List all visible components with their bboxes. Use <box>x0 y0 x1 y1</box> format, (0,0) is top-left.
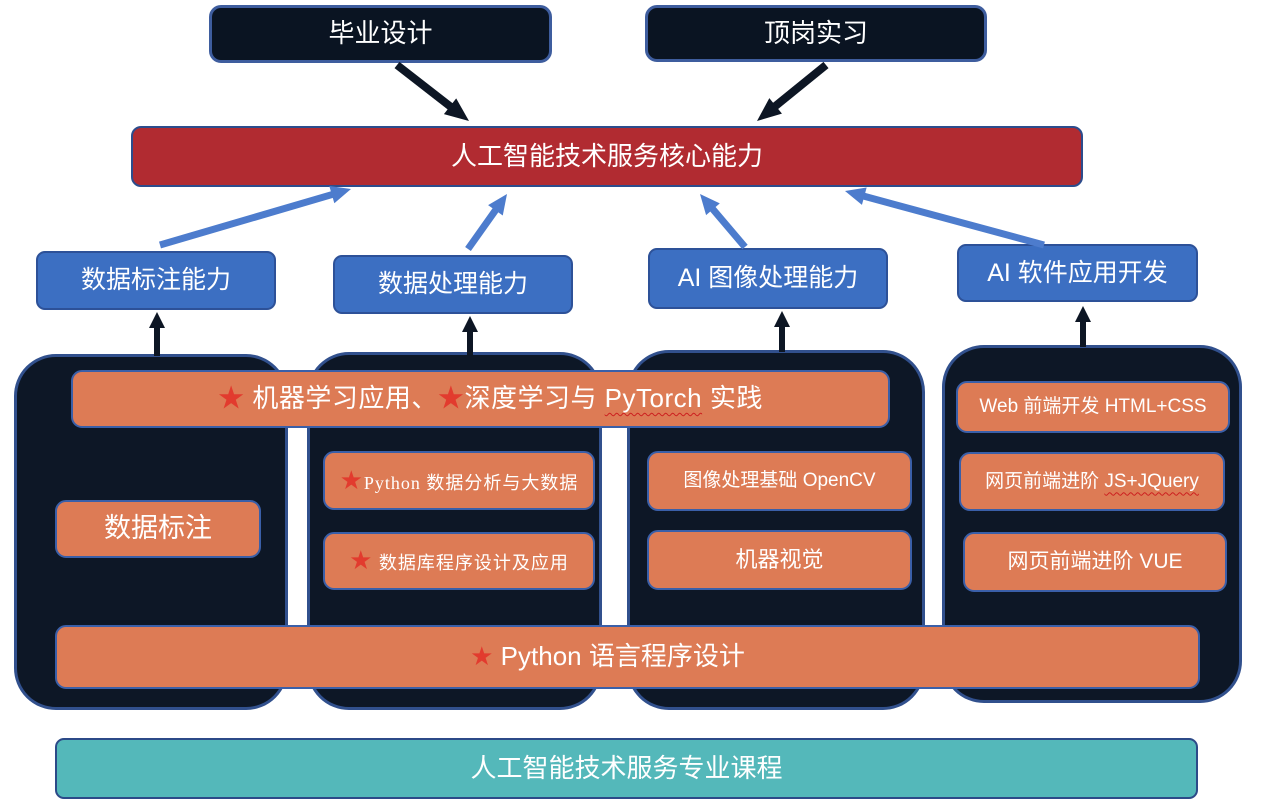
course-database-programming-label: ★ 数据库程序设计及应用 <box>349 546 569 575</box>
course-machine-vision-label: 机器视觉 <box>735 547 824 573</box>
course-database-programming-box: ★ 数据库程序设计及应用 <box>323 532 595 590</box>
arrow-internship-to-core <box>757 61 829 121</box>
capability-data-annotation-label: 数据标注能力 <box>80 266 231 295</box>
core-capability-box: 人工智能技术服务核心能力 <box>131 126 1083 187</box>
course-js-jquery-box: 网页前端进阶 JS+JQuery <box>959 452 1225 511</box>
capability-data-annotation-box: 数据标注能力 <box>36 251 276 310</box>
star-icon: ★ <box>470 641 494 672</box>
arrow-graduation-to-core <box>394 61 469 121</box>
arrow-annotation-to-core <box>159 185 351 249</box>
core-capability-label: 人工智能技术服务核心能力 <box>450 140 763 171</box>
course-web-frontend-box: Web 前端开发 HTML+CSS <box>956 381 1230 433</box>
arrow-group1-to-annotation <box>149 312 165 356</box>
capability-data-processing-label: 数据处理能力 <box>377 270 528 299</box>
course-web-frontend-label: Web 前端开发 HTML+CSS <box>979 396 1207 418</box>
course-vue-label: 网页前端进阶 VUE <box>1007 549 1183 573</box>
footer-program-bar: 人工智能技术服务专业课程 <box>55 738 1198 799</box>
course-js-jquery-label: 网页前端进阶 JS+JQuery <box>985 470 1199 492</box>
capability-ai-image-label: AI 图像处理能力 <box>677 264 859 293</box>
course-ml-dl-pytorch-label: ★ 机器学习应用、★深度学习与 PyTorch 实践 <box>218 383 763 414</box>
capability-ai-image-box: AI 图像处理能力 <box>648 248 888 309</box>
course-opencv-label: 图像处理基础 OpenCV <box>683 470 876 492</box>
course-data-annotation-box: 数据标注 <box>55 500 261 558</box>
course-python-data-analysis-label: ★Python 数据分析与大数据 <box>339 465 579 495</box>
course-opencv-box: 图像处理基础 OpenCV <box>647 451 912 511</box>
course-machine-vision-box: 机器视觉 <box>647 530 912 590</box>
star-icon: ★ <box>437 383 465 414</box>
internship-box: 顶岗实习 <box>645 5 987 62</box>
arrow-group3-to-image <box>774 311 790 352</box>
star-icon: ★ <box>339 465 364 495</box>
capability-ai-software-box: AI 软件应用开发 <box>957 244 1198 302</box>
footer-label: 人工智能技术服务专业课程 <box>470 752 783 783</box>
course-python-language-box: ★ Python 语言程序设计 <box>55 625 1200 689</box>
arrow-processing-to-core <box>465 194 507 252</box>
graduation-design-label: 毕业设计 <box>328 18 433 49</box>
arrow-software-to-core <box>845 187 1045 249</box>
course-ml-dl-pytorch-box: ★ 机器学习应用、★深度学习与 PyTorch 实践 <box>71 370 890 428</box>
course-data-annotation-label: 数据标注 <box>104 513 212 544</box>
arrow-image-to-core <box>700 194 748 250</box>
arrow-group4-to-software <box>1075 306 1091 347</box>
star-icon: ★ <box>349 546 374 575</box>
capability-ai-software-label: AI 软件应用开发 <box>987 258 1168 287</box>
arrow-group2-to-processing <box>462 316 478 356</box>
internship-label: 顶岗实习 <box>763 17 868 48</box>
capability-data-processing-box: 数据处理能力 <box>333 255 573 314</box>
course-python-data-analysis-box: ★Python 数据分析与大数据 <box>323 451 595 510</box>
course-vue-box: 网页前端进阶 VUE <box>963 532 1227 592</box>
graduation-design-box: 毕业设计 <box>209 5 552 63</box>
course-python-language-label: ★ Python 语言程序设计 <box>470 641 745 672</box>
star-icon: ★ <box>218 383 245 414</box>
